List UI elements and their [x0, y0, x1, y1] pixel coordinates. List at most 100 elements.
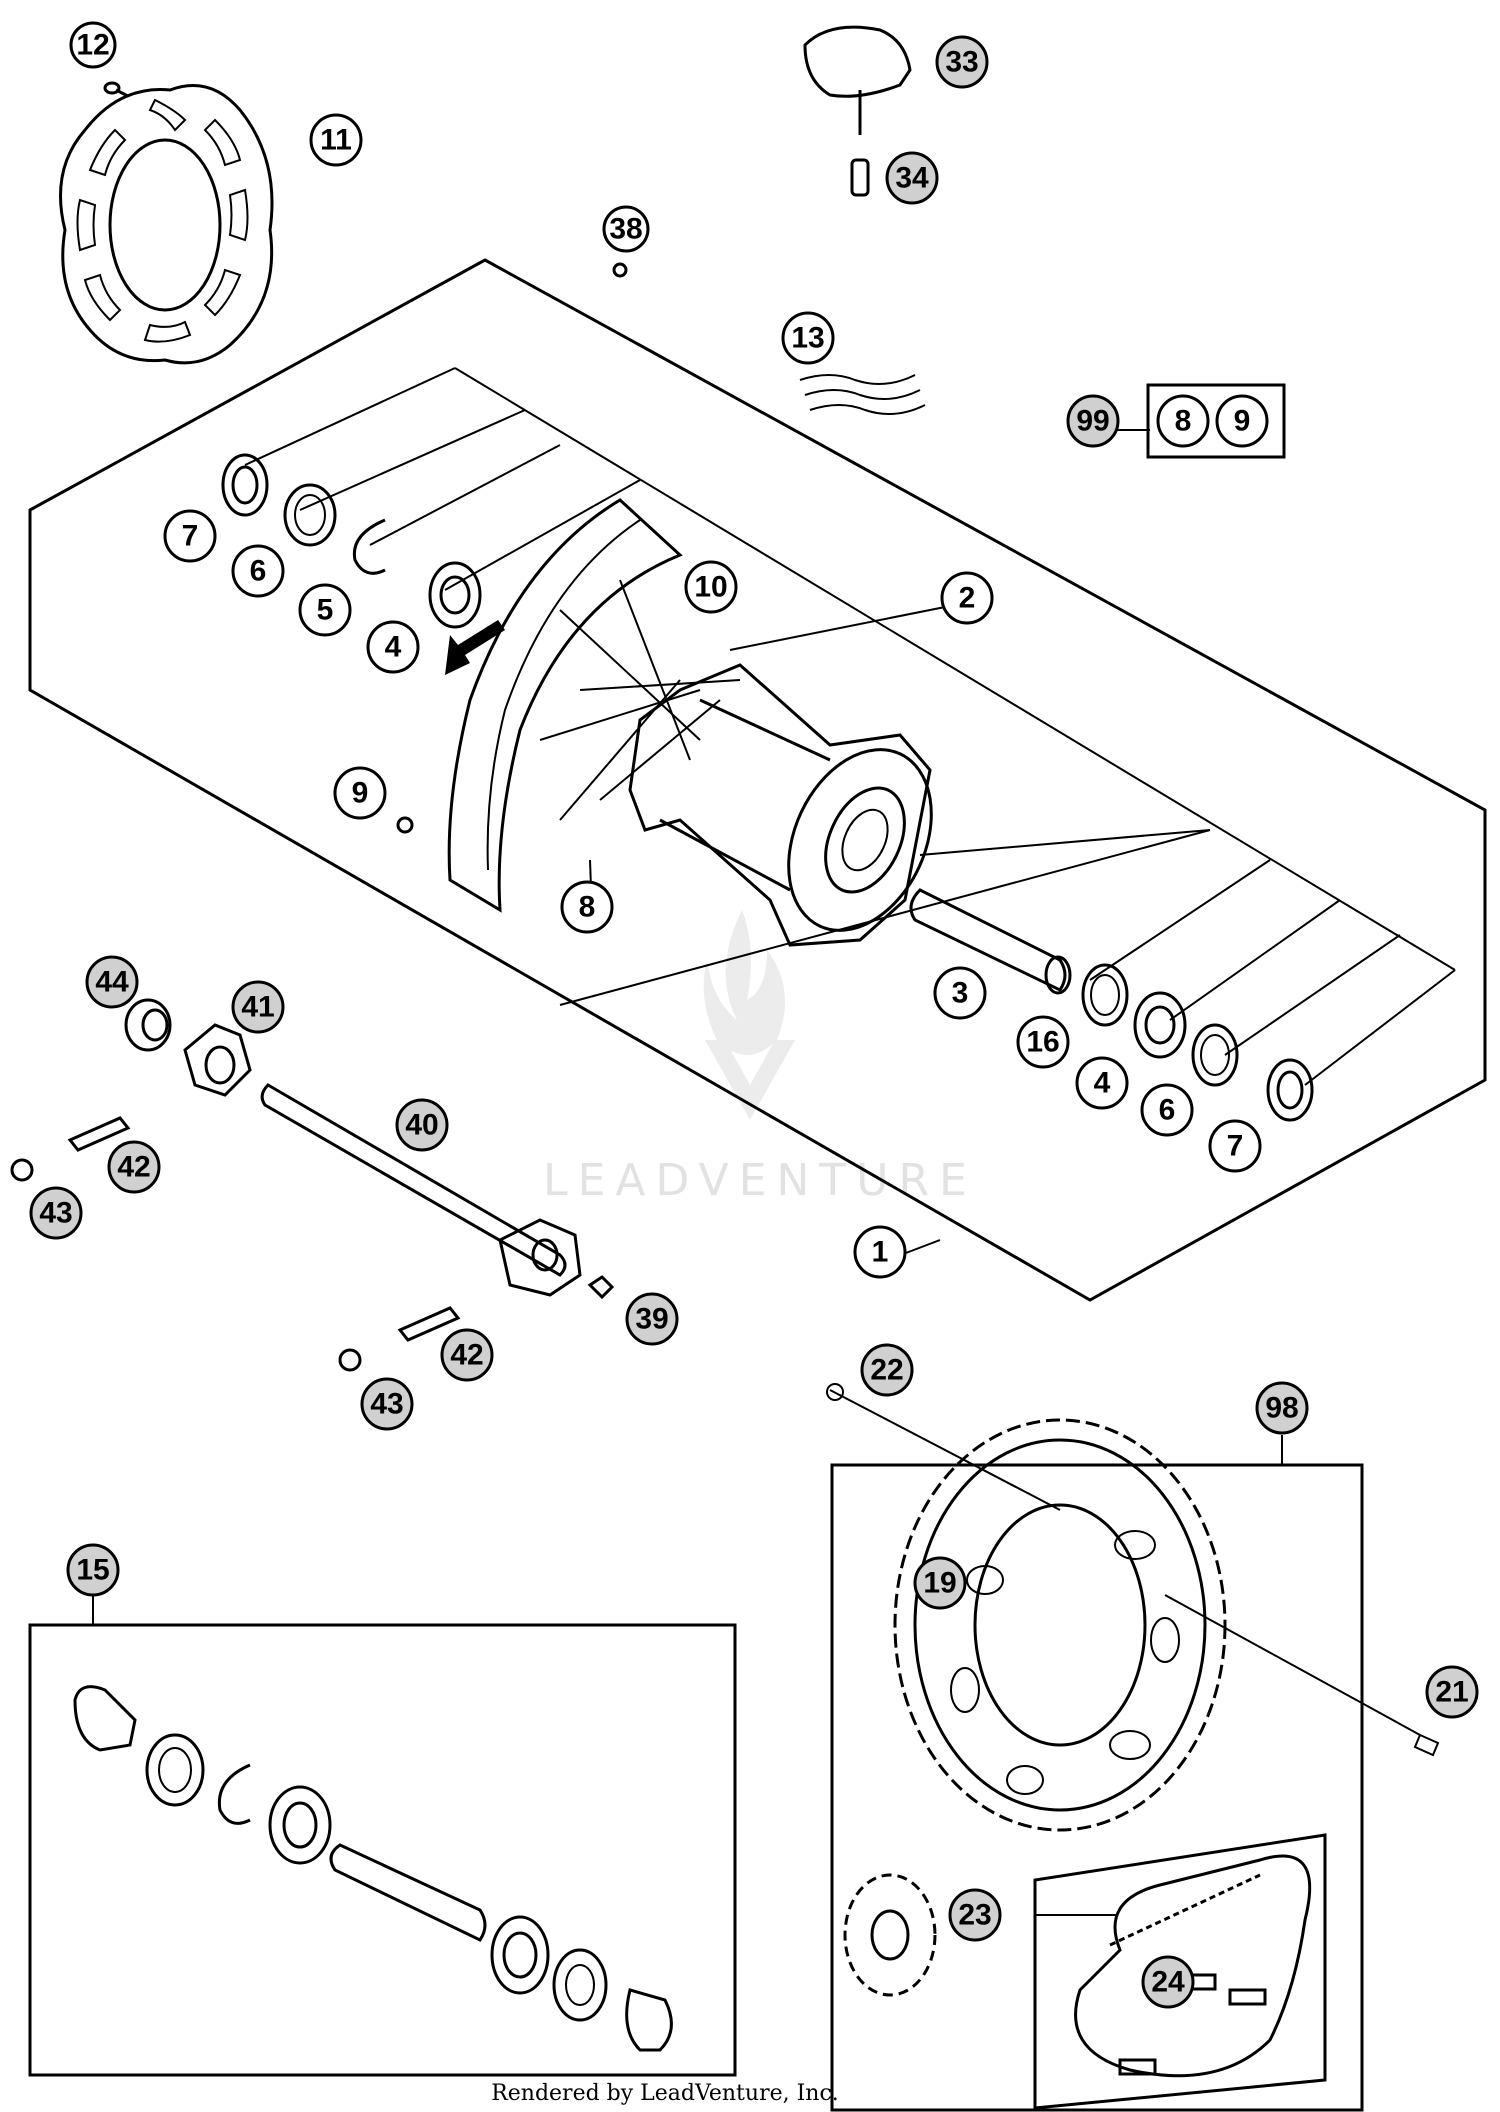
svg-text:1: 1	[872, 1236, 889, 1269]
callout-6-right: 6	[1140, 1083, 1194, 1137]
callout-40: 40	[395, 1098, 449, 1152]
svg-text:33: 33	[945, 46, 978, 79]
callout-10: 10	[684, 560, 738, 614]
wheel-hub	[628, 663, 933, 947]
svg-text:6: 6	[250, 555, 267, 588]
spokes	[539, 579, 741, 821]
callout-23: 23	[948, 1888, 1002, 1942]
svg-text:98: 98	[1265, 1392, 1298, 1425]
callout-11: 11	[309, 113, 363, 167]
svg-text:8: 8	[579, 891, 596, 924]
callout-41: 41	[231, 980, 285, 1034]
rim-lock-nut	[612, 262, 628, 278]
callout-33: 33	[935, 35, 989, 89]
svg-text:9: 9	[352, 777, 369, 810]
wheel-rim	[445, 498, 683, 913]
svg-text:39: 39	[635, 1303, 668, 1336]
callout-43-upper: 43	[29, 1186, 83, 1240]
callout-43-lower: 43	[360, 1377, 414, 1431]
svg-text:34: 34	[895, 162, 929, 195]
svg-text:4: 4	[1094, 1067, 1111, 1100]
svg-text:13: 13	[791, 322, 824, 355]
svg-text:43: 43	[370, 1388, 403, 1421]
callout-8: 8	[560, 880, 614, 934]
svg-text:38: 38	[609, 213, 642, 246]
svg-text:11: 11	[320, 124, 352, 157]
callout-6-left: 6	[231, 544, 285, 598]
watermark-logo	[703, 910, 795, 1120]
svg-text:23: 23	[958, 1899, 991, 1932]
svg-text:43: 43	[39, 1197, 72, 1230]
callout-5: 5	[298, 583, 352, 637]
callout-16: 16	[1016, 1015, 1070, 1069]
hub-inner-frame	[454, 367, 1456, 971]
callout-4-right: 4	[1075, 1056, 1129, 1110]
svg-text:22: 22	[870, 1354, 903, 1387]
callout-21: 21	[1425, 1665, 1479, 1719]
callout-15: 15	[66, 1543, 120, 1597]
svg-text:24: 24	[1151, 1966, 1185, 1999]
svg-text:2: 2	[959, 582, 976, 615]
spoke-kit-box	[1146, 383, 1286, 459]
svg-text:5: 5	[317, 594, 334, 627]
callout-2: 2	[940, 571, 994, 625]
bearing-set-parts	[73, 1685, 673, 2052]
svg-text:21: 21	[1435, 1676, 1468, 1709]
callout-12: 12	[69, 21, 117, 69]
svg-text:10: 10	[694, 571, 727, 604]
chain-box	[1033, 1833, 1327, 2110]
callout-38: 38	[602, 205, 650, 253]
svg-text:3: 3	[952, 977, 969, 1010]
callout-13: 13	[781, 311, 835, 365]
callout-42-lower: 42	[440, 1328, 494, 1382]
spoke-nipple	[396, 816, 414, 834]
rear-sprocket	[893, 1418, 1227, 1832]
footer-credit: Rendered by LeadVenture, Inc.	[491, 2081, 839, 2106]
callout-9: 9	[333, 766, 387, 820]
svg-text:41: 41	[241, 991, 274, 1024]
tire-valve	[803, 25, 912, 197]
spoke-set	[799, 374, 926, 415]
svg-text:40: 40	[405, 1109, 438, 1142]
svg-text:4: 4	[385, 631, 402, 664]
callout-98: 98	[1255, 1381, 1309, 1435]
svg-text:6: 6	[1159, 1094, 1176, 1127]
callout-34: 34	[885, 151, 939, 205]
callout-7-right: 7	[1208, 1119, 1262, 1173]
callout-4-left: 4	[366, 620, 420, 674]
watermark-text: LEADVENTURE	[543, 1155, 977, 1206]
left-hub-parts	[221, 453, 482, 629]
callout-7-left: 7	[163, 509, 217, 563]
bearing-set-box	[28, 1623, 737, 2077]
axle-parts	[10, 998, 615, 1372]
leader-lines	[92, 367, 1456, 1916]
right-hub-parts	[909, 888, 1314, 1122]
callout-22: 22	[860, 1343, 914, 1397]
callout-24: 24	[1141, 1955, 1195, 2009]
brake-disc	[59, 84, 274, 365]
sprocket-bolt-line	[826, 1383, 1440, 1757]
brake-disc-bolt	[103, 81, 129, 98]
callout-3: 3	[933, 966, 987, 1020]
callout-99-9: 9	[1215, 394, 1269, 448]
svg-text:7: 7	[1227, 1130, 1244, 1163]
callout-1: 1	[853, 1225, 907, 1279]
svg-text:12: 12	[76, 29, 109, 62]
callout-99-8: 8	[1156, 394, 1210, 448]
callout-99: 99	[1066, 394, 1120, 448]
svg-text:8: 8	[1175, 405, 1192, 438]
callout-39: 39	[625, 1292, 679, 1346]
svg-text:42: 42	[117, 1151, 150, 1184]
front-sprocket	[843, 1873, 937, 1997]
callout-19: 19	[913, 1556, 967, 1610]
callout-42-upper: 42	[107, 1140, 161, 1194]
drive-chain	[1074, 1854, 1312, 2078]
svg-text:9: 9	[1234, 405, 1251, 438]
callout-44: 44	[85, 955, 139, 1009]
svg-text:15: 15	[76, 1554, 109, 1587]
svg-text:44: 44	[95, 966, 129, 999]
svg-text:42: 42	[450, 1339, 483, 1372]
svg-text:16: 16	[1026, 1026, 1059, 1059]
svg-text:99: 99	[1076, 405, 1109, 438]
